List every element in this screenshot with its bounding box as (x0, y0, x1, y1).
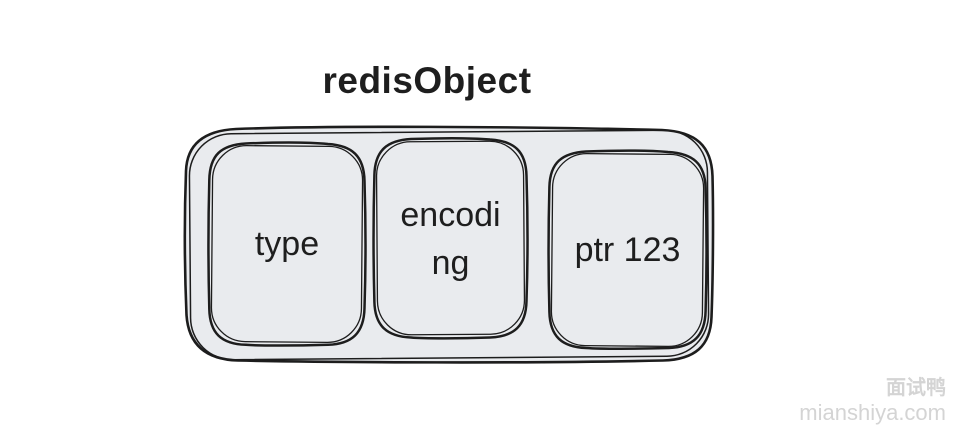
type-box-label: type (254, 225, 320, 263)
encoding-label-line1: encodi (400, 195, 501, 234)
watermark: 面试鸭 mianshiya.com (799, 377, 946, 425)
encoding-box-label: encodi ng (374, 139, 527, 338)
watermark-brand: 面试鸭 (886, 376, 946, 399)
diagram-title: redisObject (322, 60, 532, 101)
ptr-box-label: ptr 123 (574, 231, 681, 269)
ptr-box-shape (547, 149, 708, 350)
type-box-shape (207, 141, 367, 347)
watermark-site: mianshiya.com (799, 399, 946, 425)
encoding-box-shape (372, 137, 529, 340)
encoding-label-line2: ng (431, 243, 470, 282)
